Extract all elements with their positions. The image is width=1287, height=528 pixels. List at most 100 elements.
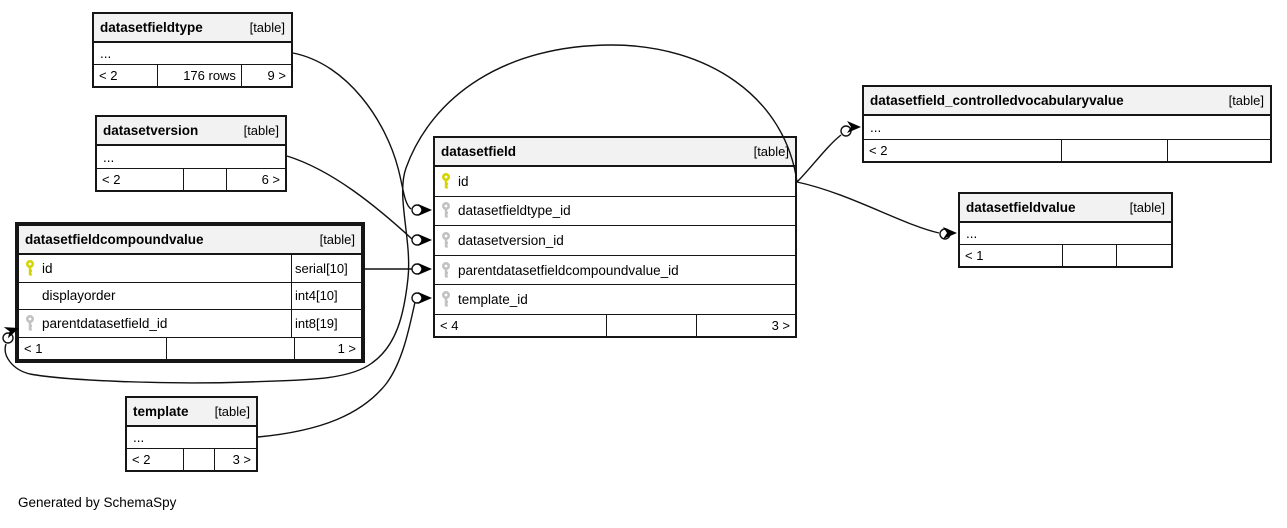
table-tag: [table] (1129, 200, 1165, 215)
column-name: datasetfieldtype_id (458, 203, 571, 219)
ellipsis-row: ... (864, 116, 1270, 140)
footer-parents-count (1168, 140, 1270, 161)
table-datasetfield-controlledvocabularyvalue[interactable]: datasetfield_controlledvocabularyvalue [… (862, 85, 1272, 163)
column-name: id (42, 261, 53, 277)
footer-parents-count: 6 > (261, 172, 280, 187)
table-template[interactable]: template [table] ... < 2 3 > (125, 396, 258, 472)
column-type: int4[10] (291, 283, 361, 309)
footer-children-count: < 1 (960, 245, 1063, 266)
edge-datasetfieldtype-datasetfield (292, 52, 412, 210)
footer-row-count (607, 314, 697, 336)
cardinality-circle (411, 263, 423, 275)
table-footer: < 2 3 > (127, 449, 256, 470)
footer-parents-count (1117, 245, 1171, 266)
table-tag: [table] (753, 144, 789, 159)
primary-key-icon (441, 172, 458, 190)
column-row-template-id: template_id (435, 285, 795, 315)
column-row-parentdatasetfield-id: parentdatasetfield_id int8[19] (19, 309, 361, 338)
footer-row-count (1063, 245, 1117, 266)
column-row-id: id (435, 167, 795, 197)
column-name: parentdatasetfieldcompoundvalue_id (458, 262, 679, 278)
column-row-datasetversion-id: datasetversion_id (435, 226, 795, 256)
table-datasetversion[interactable]: datasetversion [table] ... < 2 6 > (95, 115, 287, 192)
table-footer: < 2 (864, 140, 1270, 161)
footer-children-count: < 1 (19, 337, 167, 359)
table-footer: < 1 (960, 245, 1171, 266)
table-title: template (133, 404, 189, 419)
arrowhead-icon (418, 263, 432, 275)
cardinality-circle (939, 228, 951, 240)
cardinality-circle (840, 125, 852, 137)
table-footer: < 2 6 > (97, 169, 285, 190)
column-type: int8[19] (291, 309, 361, 337)
cardinality-circle (411, 234, 423, 246)
table-title: datasetfieldcompoundvalue (25, 232, 204, 247)
column-type: serial[10] (291, 255, 361, 283)
foreign-key-icon (441, 261, 458, 279)
ellipsis-row: ... (960, 223, 1171, 245)
footer-children-count: < 2 (864, 140, 1062, 161)
edge-datasetfield-controlledvocabularyvalue (796, 134, 842, 183)
arrowhead-icon (847, 121, 861, 133)
edge-datasetfield-datasetfieldvalue (796, 181, 940, 234)
footer-row-count (184, 169, 228, 190)
arrowhead-icon (418, 204, 432, 216)
table-tag: [table] (319, 232, 355, 247)
table-tag: [table] (243, 123, 279, 138)
footer-children-count: < 2 (97, 169, 185, 190)
column-row-parentdatasetfieldcompoundvalue-id: parentdatasetfieldcompoundvalue_id (435, 256, 795, 286)
footer-parents-count: 1 > (337, 340, 356, 356)
table-datasetfieldvalue[interactable]: datasetfieldvalue [table] ... < 1 (958, 192, 1173, 268)
footer-children-count: < 4 (435, 314, 607, 336)
table-datasetfield[interactable]: datasetfield [table] id datasetfieldtype… (433, 136, 797, 338)
table-header: datasetfield_controlledvocabularyvalue [… (864, 87, 1270, 116)
table-title: datasetfieldvalue (966, 200, 1076, 215)
table-footer: < 1 1 > (19, 337, 361, 359)
footer-row-count (167, 337, 295, 359)
foreign-key-icon (441, 202, 458, 219)
footer-row-count (184, 449, 215, 470)
table-header: template [table] (127, 398, 256, 427)
table-title: datasetversion (103, 123, 199, 138)
footer-row-count (1062, 140, 1168, 161)
table-tag: [table] (214, 404, 250, 419)
table-title: datasetfieldtype (100, 20, 203, 35)
column-name: displayorder (42, 288, 116, 304)
column-name: id (458, 173, 469, 189)
column-row-id: id serial[10] (19, 255, 361, 284)
table-footer: < 4 3 > (435, 314, 795, 336)
table-datasetfieldtype[interactable]: datasetfieldtype [table] ... < 2 176 row… (92, 12, 293, 88)
column-name: template_id (458, 292, 528, 308)
table-header: datasetfieldvalue [table] (960, 194, 1171, 223)
column-row-displayorder: displayorder int4[10] (19, 283, 361, 310)
table-datasetfieldcompoundvalue[interactable]: datasetfieldcompoundvalue [table] id ser… (15, 222, 365, 363)
table-tag: [table] (249, 20, 285, 35)
footer-parents-count: 3 > (771, 317, 790, 333)
footer-row-count: 176 rows (158, 65, 242, 86)
table-title: datasetfield_controlledvocabularyvalue (870, 93, 1124, 108)
table-tag: [table] (1228, 93, 1264, 108)
cardinality-circle (411, 292, 423, 304)
table-footer: < 2 176 rows 9 > (94, 65, 291, 86)
foreign-key-icon (25, 314, 42, 332)
column-name: parentdatasetfield_id (42, 315, 168, 331)
ellipsis-row: ... (97, 146, 285, 169)
table-header: datasetfield [table] (435, 138, 795, 167)
arrowhead-icon (943, 227, 957, 239)
footer-children-count: < 2 (127, 449, 184, 470)
table-header: datasetfieldcompoundvalue [table] (19, 226, 361, 255)
footer-parents-count: 9 > (267, 68, 286, 83)
table-header: datasetversion [table] (97, 117, 285, 146)
arrowhead-icon (418, 292, 432, 304)
column-row-datasetfieldtype-id: datasetfieldtype_id (435, 197, 795, 227)
foreign-key-icon (441, 231, 458, 249)
arrowhead-icon (418, 234, 432, 246)
footer-parents-count: 3 > (232, 452, 251, 467)
ellipsis-row: ... (127, 427, 256, 449)
generator-note: Generated by SchemaSpy (18, 495, 177, 510)
table-header: datasetfieldtype [table] (94, 14, 291, 43)
cardinality-circle (411, 204, 423, 216)
primary-key-icon (25, 260, 42, 277)
table-title: datasetfield (441, 144, 517, 159)
